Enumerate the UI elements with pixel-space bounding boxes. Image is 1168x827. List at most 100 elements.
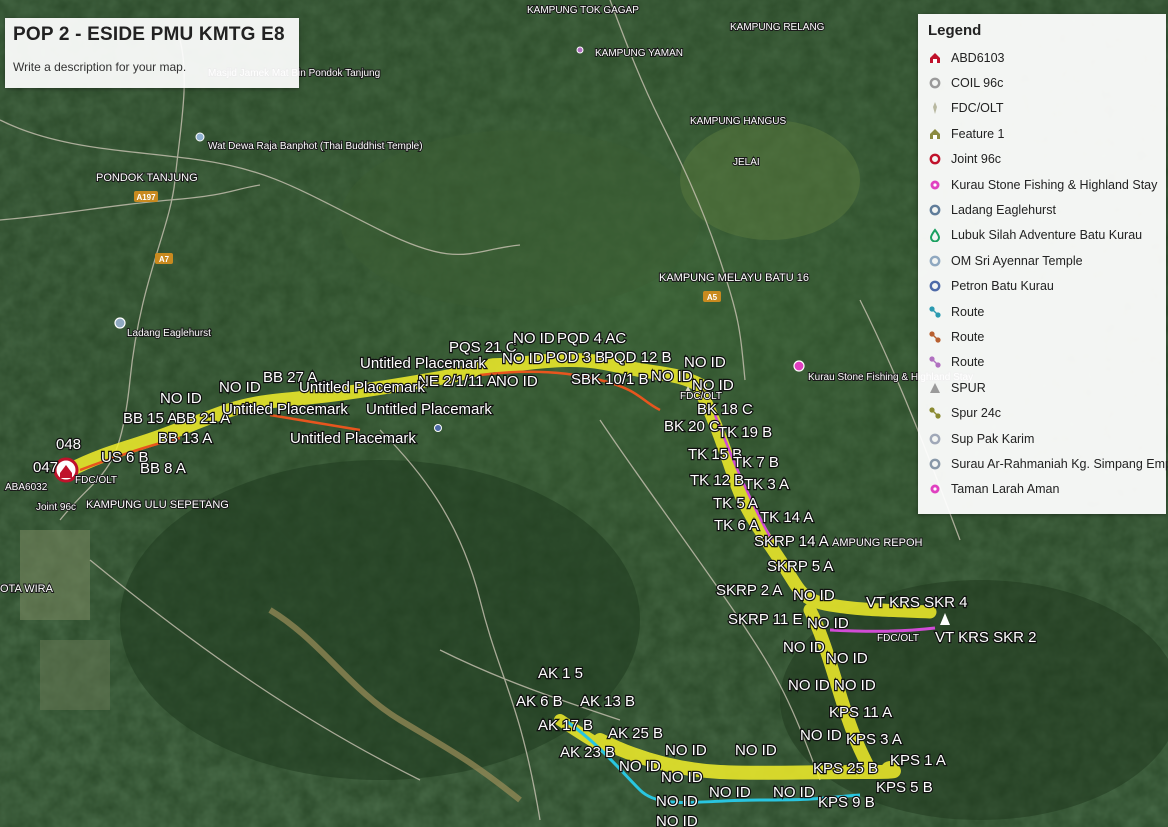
poi-marker-icon[interactable] xyxy=(576,46,584,54)
legend-item[interactable]: Kurau Stone Fishing & Highland Stay xyxy=(928,172,1158,197)
placemark-label[interactable]: AK 17 B xyxy=(537,716,594,735)
ladang-eaglehurst-marker-icon[interactable] xyxy=(114,317,126,329)
placemark-label[interactable]: NO ID xyxy=(618,757,662,776)
placemark-label[interactable]: BK 20 C xyxy=(663,417,721,436)
placemark-label[interactable]: BB 21 A xyxy=(175,409,232,428)
placemark-label[interactable]: TK 6 A xyxy=(713,516,760,535)
fdc-olt-pin-icon[interactable] xyxy=(684,386,692,394)
placemark-label[interactable]: FDC/OLT xyxy=(679,390,723,403)
route-magenta[interactable] xyxy=(829,626,936,633)
placemark-label[interactable]: NO ID xyxy=(660,768,704,787)
placemark-label[interactable]: KPS 25 B xyxy=(812,759,879,778)
placemark-label[interactable]: AK 25 B xyxy=(607,724,664,743)
placemark-label[interactable]: KPS 5 B xyxy=(875,778,934,797)
placemark-label[interactable]: NO ID xyxy=(159,389,203,408)
placemark-label[interactable]: AK 13 B xyxy=(579,692,636,711)
placemark-label[interactable]: TK 12 B xyxy=(689,471,746,490)
placemark-label[interactable]: AK 23 B xyxy=(559,743,616,762)
placemark-label[interactable]: ABA6032 xyxy=(4,481,49,494)
placemark-label[interactable]: NO ID xyxy=(734,741,778,760)
placemark-label[interactable]: SKRP 14 A xyxy=(753,532,830,551)
placemark-label[interactable]: NO ID xyxy=(708,783,752,802)
placemark-label[interactable]: TK 19 B xyxy=(717,423,774,442)
placemark-label[interactable]: KPS 11 A xyxy=(828,703,894,722)
map-description[interactable]: Write a description for your map. xyxy=(13,60,187,74)
route-cyan[interactable] xyxy=(564,718,861,804)
route-orange[interactable] xyxy=(479,370,661,412)
placemark-label[interactable]: NO ID xyxy=(833,676,877,695)
placemark-label[interactable]: NO ID xyxy=(691,376,735,395)
route-magenta[interactable] xyxy=(713,414,774,541)
placemark-label[interactable]: TK 15 B xyxy=(687,445,744,464)
placemark-label[interactable]: TK 5 A xyxy=(712,494,759,513)
placemark-label[interactable]: NO ID xyxy=(655,812,699,827)
route-orange[interactable] xyxy=(269,413,361,432)
legend-item[interactable]: ABD6103 xyxy=(928,45,1158,70)
legend-item[interactable]: Joint 96c xyxy=(928,147,1158,172)
legend-item[interactable]: Ladang Eaglehurst xyxy=(928,197,1158,222)
placemark-label[interactable]: SBK 10/1 B xyxy=(570,370,650,389)
placemark-label[interactable]: US 6 B xyxy=(100,448,150,467)
placemark-label[interactable]: NO ID xyxy=(799,726,843,745)
placemark-label[interactable]: NO ID xyxy=(501,349,545,368)
placemark-label[interactable]: PQS 21 C xyxy=(448,338,518,357)
placemark-label[interactable]: KPS 1 A xyxy=(889,751,947,770)
placemark-label[interactable]: NO ID xyxy=(655,792,699,811)
placemark-label[interactable]: NO ID xyxy=(512,329,556,348)
placemark-label[interactable]: Untitled Placemark xyxy=(359,354,488,373)
abd6103-house-marker[interactable] xyxy=(53,457,79,483)
placemark-label[interactable]: NO ID xyxy=(782,638,826,657)
legend-item[interactable]: Lubuk Silah Adventure Batu Kurau xyxy=(928,223,1158,248)
placemark-label[interactable]: TK 14 A xyxy=(759,508,815,527)
placemark-label[interactable]: BK 18 C xyxy=(696,400,754,419)
placemark-label[interactable]: 048 xyxy=(55,435,82,454)
placemark-label[interactable]: NO ID xyxy=(825,649,869,668)
placemark-label[interactable]: NO ID xyxy=(787,676,831,695)
placemark-label[interactable]: SKRP 2 A xyxy=(715,581,784,600)
placemark-label[interactable]: NO ID xyxy=(792,586,836,605)
placemark-label[interactable]: BB 13 A xyxy=(157,429,214,448)
placemark-label[interactable]: FDC/OLT xyxy=(876,632,920,645)
kurau-stone-marker-icon[interactable] xyxy=(793,360,805,372)
placemark-label[interactable]: VT KRS SKR 2 xyxy=(934,628,1038,647)
placemark-label[interactable]: TK 7 B xyxy=(732,453,780,472)
placemark-label[interactable]: NO ID xyxy=(683,353,727,372)
placemark-label[interactable]: NO ID xyxy=(806,614,850,633)
legend-item[interactable]: Spur 24c xyxy=(928,400,1158,425)
placemark-label[interactable]: BB 15 A xyxy=(122,409,179,428)
placemark-label[interactable]: NO ID xyxy=(772,783,816,802)
placemark-label[interactable]: Joint 96c xyxy=(35,501,77,514)
placemark-label[interactable]: NE 2/1/11 A xyxy=(417,372,498,391)
placemark-label[interactable]: KPS 3 A xyxy=(845,730,903,749)
placemark-label[interactable]: PQD 4 AC xyxy=(556,329,628,348)
placemark-label[interactable]: POD 3 B xyxy=(545,348,607,367)
legend-item[interactable]: Feature 1 xyxy=(928,121,1158,146)
spur-pin-icon[interactable] xyxy=(940,613,950,625)
placemark-label[interactable]: 047 xyxy=(32,458,59,477)
legend-item[interactable]: Petron Batu Kurau xyxy=(928,274,1158,299)
petron-marker-icon[interactable] xyxy=(434,424,442,432)
placemark-label[interactable]: AK 1 5 xyxy=(537,664,584,683)
placemark-label[interactable]: Untitled Placemark xyxy=(289,429,418,448)
legend-item[interactable]: Route xyxy=(928,324,1158,349)
placemark-label[interactable]: NO ID xyxy=(664,741,708,760)
placemark-label[interactable]: Untitled Placemark xyxy=(298,378,427,397)
placemark-label[interactable]: KPS 9 B xyxy=(817,793,876,812)
placemark-label[interactable]: VT KRS SKR 4 xyxy=(865,593,969,612)
temple-marker-icon[interactable] xyxy=(195,132,205,142)
placemark-label[interactable]: SKRP 5 A xyxy=(766,557,835,576)
legend-item[interactable]: Surau Ar-Rahmaniah Kg. Simpang Empat xyxy=(928,451,1168,476)
legend-item[interactable]: Route xyxy=(928,350,1158,375)
placemark-label[interactable]: Untitled Placemark xyxy=(365,400,494,419)
placemark-label[interactable]: Untitled Placemark xyxy=(221,400,350,419)
legend-item[interactable]: OM Sri Ayennar Temple xyxy=(928,248,1158,273)
placemark-label[interactable]: PQD 12 B xyxy=(603,348,673,367)
placemark-label[interactable]: BB 27 A xyxy=(262,368,319,387)
legend-item[interactable]: SPUR xyxy=(928,375,1158,400)
placemark-label[interactable]: TK 3 A xyxy=(743,475,790,494)
placemark-label[interactable]: NO ID xyxy=(495,372,539,391)
placemark-label[interactable]: SKRP 11 E xyxy=(727,610,804,629)
legend-item[interactable]: Route xyxy=(928,299,1158,324)
placemark-label[interactable]: BB 8 A xyxy=(139,459,187,478)
